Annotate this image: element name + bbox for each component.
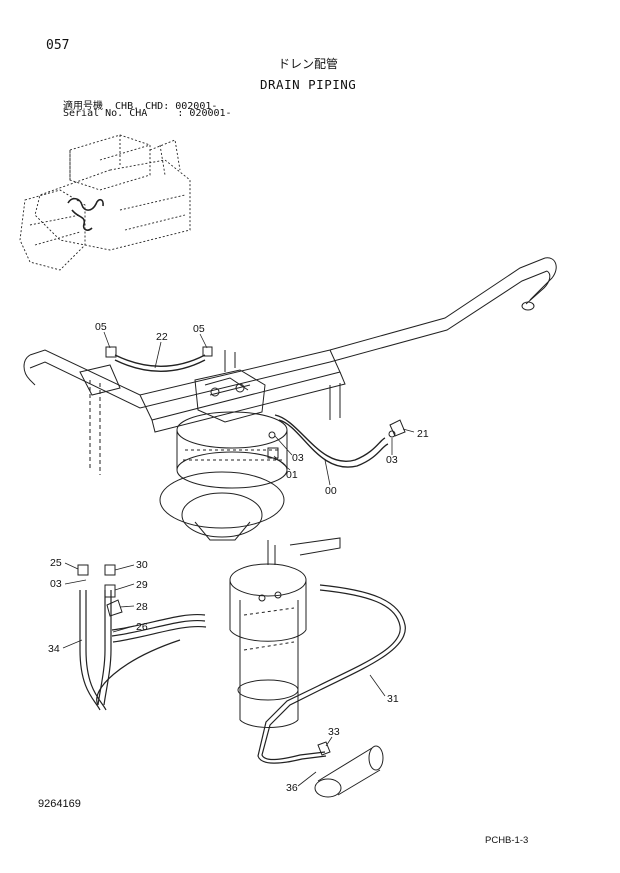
page-number: 057 <box>46 38 70 53</box>
drain-pipe-36 <box>314 745 384 798</box>
center-joint <box>229 537 341 728</box>
callout-03-lower: 03 <box>50 578 62 590</box>
callout-leaders <box>62 331 415 787</box>
callout-00: 00 <box>325 485 337 497</box>
callout-03-right: 03 <box>386 454 398 466</box>
callout-31: 31 <box>387 693 399 705</box>
title-japanese: ドレン配管 <box>278 57 339 71</box>
title-english: DRAIN PIPING <box>260 77 357 92</box>
hose-31 <box>257 584 406 764</box>
upper-frame <box>23 257 557 475</box>
callout-25: 25 <box>50 557 62 569</box>
callout-05-left: 05 <box>95 321 107 333</box>
swing-motor <box>159 350 288 541</box>
callout-28: 28 <box>136 601 148 613</box>
hose-22 <box>114 354 206 372</box>
callout-26: 26 <box>136 621 148 633</box>
page-code: PCHB-1-3 <box>485 835 529 846</box>
document-number: 9264169 <box>38 798 81 810</box>
callout-33: 33 <box>328 726 340 738</box>
drain-piping-location-marker <box>67 197 104 231</box>
callout-34: 34 <box>48 643 60 655</box>
callout-36: 36 <box>286 782 298 794</box>
callout-01: 01 <box>286 469 298 481</box>
excavator-locator-icon <box>19 134 191 271</box>
callout-05-right: 05 <box>193 323 205 335</box>
hose-00 <box>274 414 389 468</box>
fittings-lower <box>77 564 331 756</box>
hose-34 <box>79 590 181 711</box>
callout-labels: 05 22 05 21 03 01 03 00 25 30 03 29 28 2… <box>48 321 429 794</box>
callout-30: 30 <box>136 559 148 571</box>
serial-number-line: Serial No. CHA : 020001- <box>63 108 232 119</box>
hose-26 <box>111 613 207 643</box>
callout-03-upper: 03 <box>292 452 304 464</box>
callout-29: 29 <box>136 579 148 591</box>
serial-applicability-line: 適用号機 CHB. CHD: 002001- <box>63 101 218 112</box>
callout-22: 22 <box>156 331 168 343</box>
fittings <box>105 346 406 459</box>
callout-21: 21 <box>417 428 429 440</box>
